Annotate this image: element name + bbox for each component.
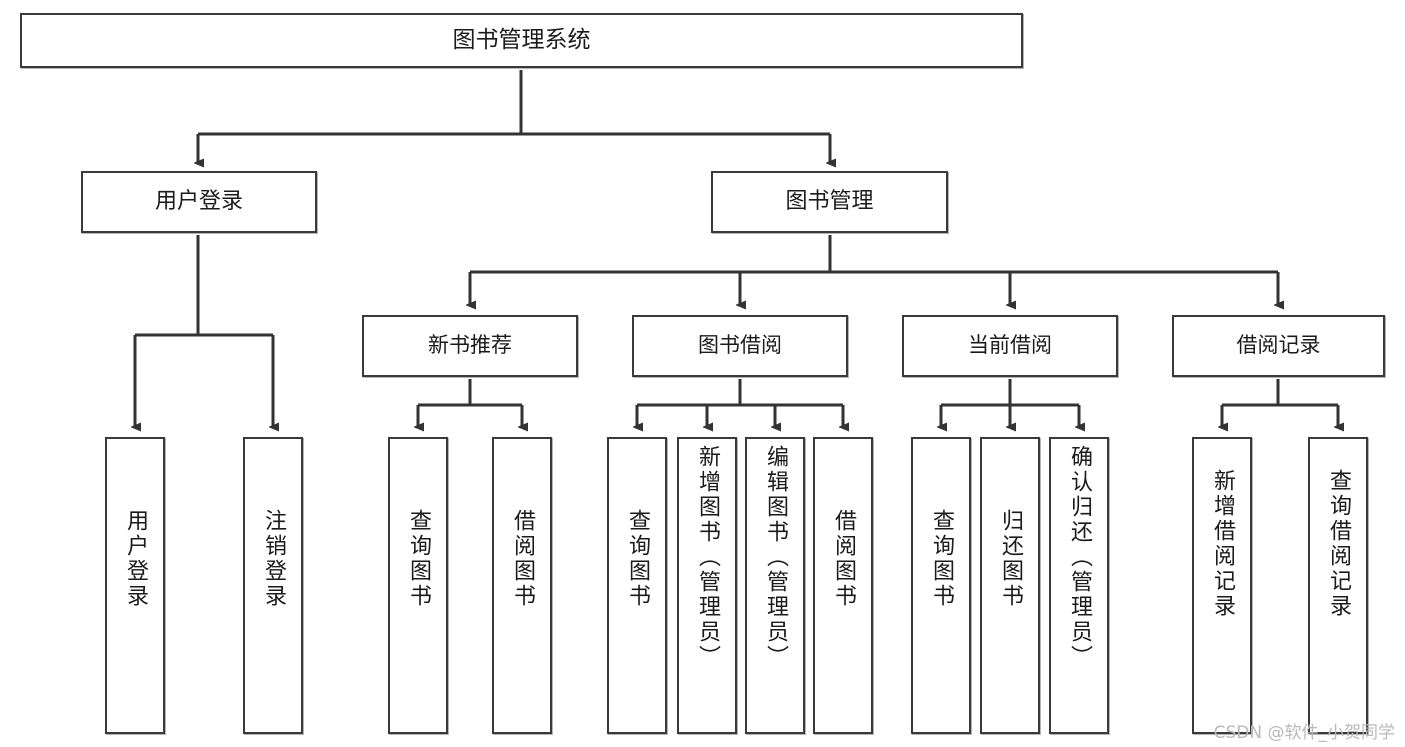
leaf-query-book-current[interactable]: 查询图书 [911,437,971,734]
leaf-label: 查询借阅记录 [1326,469,1351,619]
leaf-query-borrow-record[interactable]: 查询借阅记录 [1308,437,1368,734]
node-book-manage[interactable]: 图书管理 [711,171,948,233]
leaf-label: 新增借阅记录 [1210,469,1235,619]
node-label: 当前借阅 [968,333,1052,358]
node-user-login[interactable]: 用户登录 [81,171,317,233]
leaf-label: 编辑图书（管理员） [763,445,788,670]
leaf-return-book[interactable]: 归还图书 [980,437,1040,734]
leaf-label: 查询图书 [929,509,954,609]
leaf-label: 用户登录 [123,509,148,609]
leaf-add-book-admin[interactable]: 新增图书（管理员） [677,437,737,734]
leaf-label: 借阅图书 [831,509,856,609]
node-new-book-recommend[interactable]: 新书推荐 [362,315,578,377]
node-label: 新书推荐 [428,333,512,358]
node-label: 借阅记录 [1236,333,1321,358]
leaf-add-borrow-record[interactable]: 新增借阅记录 [1192,437,1252,734]
node-borrow-record[interactable]: 借阅记录 [1172,315,1385,377]
leaf-edit-book-admin[interactable]: 编辑图书（管理员） [745,437,805,734]
leaf-query-book-recommend[interactable]: 查询图书 [388,437,448,734]
leaf-query-book-borrow[interactable]: 查询图书 [607,437,667,734]
leaf-label: 借阅图书 [510,509,535,609]
leaf-user-login[interactable]: 用户登录 [105,437,165,734]
leaf-label: 新增图书（管理员） [695,445,720,670]
leaf-borrow-book-recommend[interactable]: 借阅图书 [492,437,552,734]
leaf-borrow-book-borrow[interactable]: 借阅图书 [813,437,873,734]
leaf-label: 归还图书 [998,509,1023,609]
csdn-watermark: CSDN @软件_小贺同学 [1213,723,1395,743]
node-label: 图书管理 [785,188,874,214]
leaf-label: 注销登录 [261,509,286,609]
leaf-logout-login[interactable]: 注销登录 [243,437,303,734]
leaf-label: 查询图书 [625,509,650,609]
node-book-borrow[interactable]: 图书借阅 [632,315,848,377]
node-label: 图书管理系统 [452,26,591,53]
node-label: 用户登录 [154,188,243,214]
leaf-label: 确认归还（管理员） [1067,445,1092,670]
node-current-borrow[interactable]: 当前借阅 [902,315,1118,377]
leaf-label: 查询图书 [406,509,431,609]
node-label: 图书借阅 [698,333,782,358]
node-book-management-system[interactable]: 图书管理系统 [20,13,1023,68]
leaf-confirm-return-admin[interactable]: 确认归还（管理员） [1049,437,1109,734]
